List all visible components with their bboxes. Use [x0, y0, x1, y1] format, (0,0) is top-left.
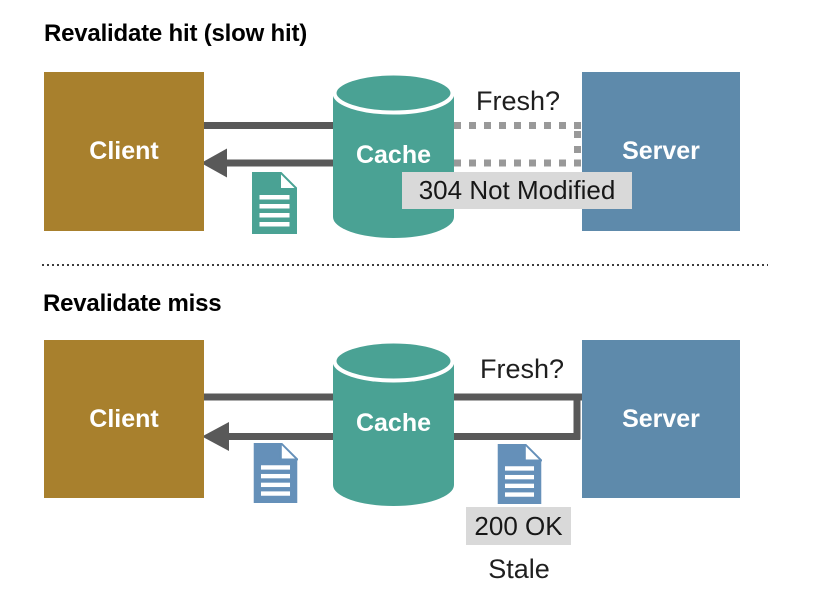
- client-label-hit: Client: [89, 137, 159, 165]
- cache-cylinder-hit: [333, 72, 454, 238]
- server-label-miss: Server: [622, 404, 700, 433]
- response-status-badge-hit: 304 Not Modified: [402, 172, 632, 209]
- cache-cylinder-miss: [333, 340, 454, 506]
- server-box-miss: Server: [582, 340, 740, 498]
- response-document-icon-server: [497, 444, 542, 504]
- cached-document-icon: [252, 172, 297, 234]
- server-label-hit: Server: [622, 137, 700, 165]
- request-line-hit: [203, 122, 345, 129]
- arrowhead-left-icon: [201, 148, 227, 178]
- client-box-hit: Client: [44, 72, 204, 231]
- response-turn-line-miss: [573, 393, 581, 440]
- cylinder-lid: [333, 340, 454, 383]
- response-status-badge-miss: 200 OK: [466, 507, 571, 545]
- cylinder-lid: [333, 72, 454, 115]
- fresh-label-miss: Fresh?: [479, 354, 565, 384]
- document-fold: [279, 172, 297, 190]
- document-text-lines: [260, 465, 291, 496]
- section-divider: [42, 264, 768, 266]
- document-text-lines: [504, 466, 535, 497]
- client-box-miss: Client: [44, 340, 204, 498]
- cylinder-body: [333, 361, 454, 506]
- cylinder-body: [333, 93, 454, 238]
- client-label-miss: Client: [89, 404, 159, 433]
- response-document-icon-client: [253, 443, 298, 503]
- section-title-hit: Revalidate hit (slow hit): [44, 20, 308, 47]
- stale-label: Stale: [488, 554, 550, 584]
- response-line-hit: [226, 159, 345, 167]
- arrowhead-left-icon: [202, 422, 229, 451]
- document-fold: [279, 443, 298, 461]
- fresh-label-hit: Fresh?: [475, 86, 561, 116]
- document-text-lines: [259, 195, 290, 227]
- section-title-miss: Revalidate miss: [43, 290, 222, 317]
- document-fold: [523, 444, 542, 462]
